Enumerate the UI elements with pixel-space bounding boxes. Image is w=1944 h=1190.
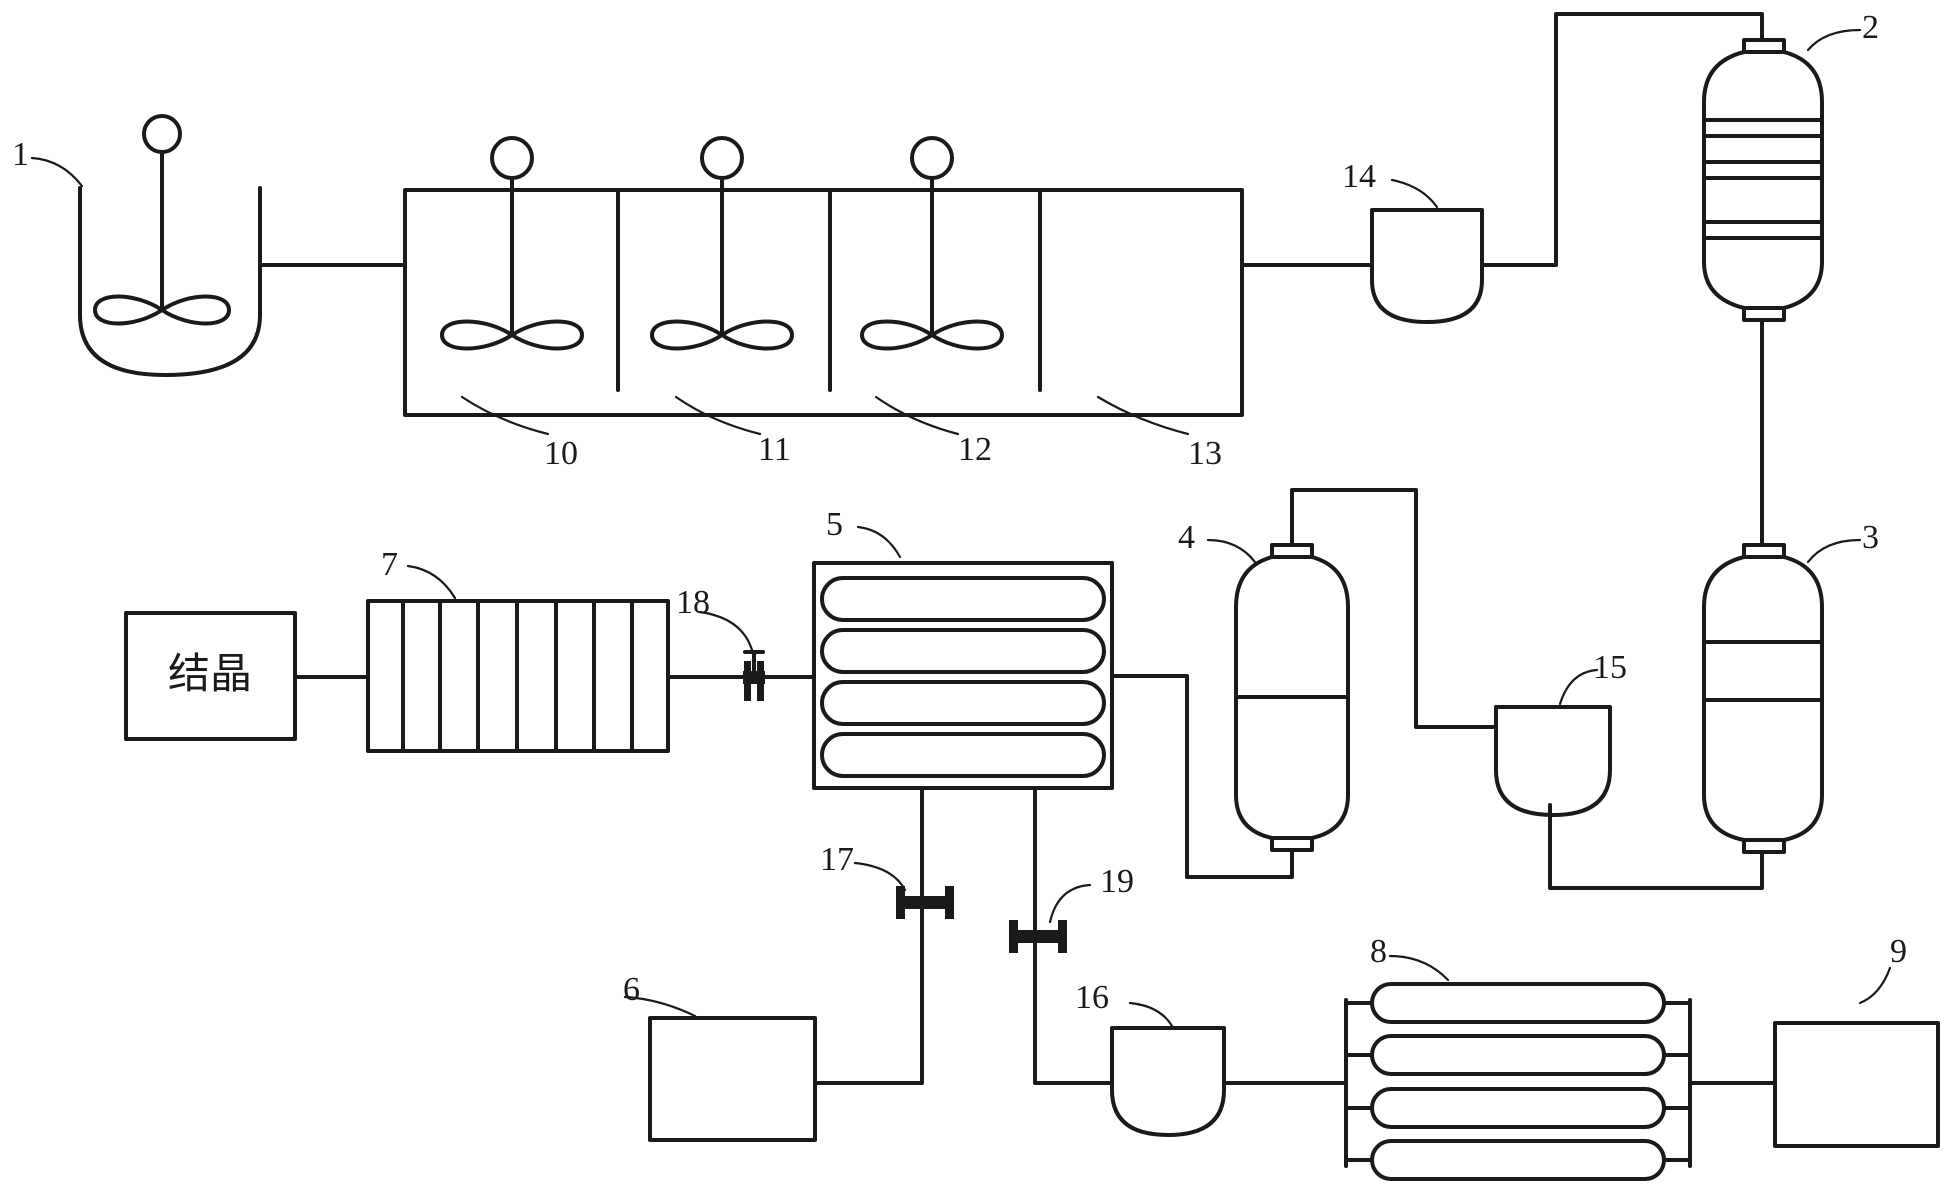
heat-exchanger-5	[812, 561, 1114, 790]
label-19: 19	[1100, 863, 1134, 900]
pipe-15-to-4	[1290, 488, 1498, 729]
label-10: 10	[544, 435, 578, 472]
label-13: 13	[1188, 435, 1222, 472]
label-11: 11	[758, 431, 791, 468]
label-16: 16	[1075, 979, 1109, 1016]
pipe-14-to-2	[1480, 12, 1764, 267]
label-1: 1	[12, 136, 29, 173]
number-labels: 1 2 3 4 5 6 7 8 9 10 11 12 13 14 15 16 1…	[12, 9, 1907, 1016]
agitator-12	[860, 136, 1004, 351]
label-6: 6	[623, 971, 640, 1008]
tank-16	[1110, 1026, 1226, 1137]
label-4: 4	[1178, 519, 1195, 556]
crystallization-label: 结晶	[168, 649, 252, 698]
pipe-3-to-15	[1548, 803, 1764, 890]
label-18: 18	[676, 584, 710, 621]
cascade-reactor	[403, 136, 1244, 417]
column-4	[1234, 543, 1350, 852]
label-17: 17	[820, 841, 854, 878]
valve-19	[1009, 920, 1067, 953]
valve-17	[896, 886, 954, 919]
stirred-tank-1	[78, 114, 262, 377]
label-14: 14	[1342, 158, 1376, 195]
label-3: 3	[1862, 519, 1879, 556]
membrane-module-8	[1344, 982, 1692, 1181]
label-8: 8	[1370, 933, 1387, 970]
tank-9	[1773, 1021, 1940, 1148]
label-5: 5	[826, 506, 843, 543]
pipe-5-to-16	[1033, 786, 1114, 1085]
label-15: 15	[1593, 649, 1627, 686]
tank-15	[1494, 705, 1612, 817]
label-9: 9	[1890, 933, 1907, 970]
pipe-5-to-6	[813, 786, 924, 1085]
pipe-4-to-5	[1110, 674, 1294, 879]
tank-14	[1370, 208, 1484, 324]
filter-press-7	[366, 599, 670, 753]
crystallization-box: 结晶	[124, 611, 297, 741]
valve-18	[743, 650, 765, 701]
column-2	[1702, 38, 1824, 322]
label-12: 12	[958, 431, 992, 468]
agitator-11	[650, 136, 794, 351]
tank-6	[648, 1016, 817, 1142]
label-2: 2	[1862, 9, 1879, 46]
label-7: 7	[381, 546, 398, 583]
agitator-10	[440, 136, 584, 351]
column-3	[1702, 543, 1824, 854]
leader-lines	[30, 28, 1892, 1028]
